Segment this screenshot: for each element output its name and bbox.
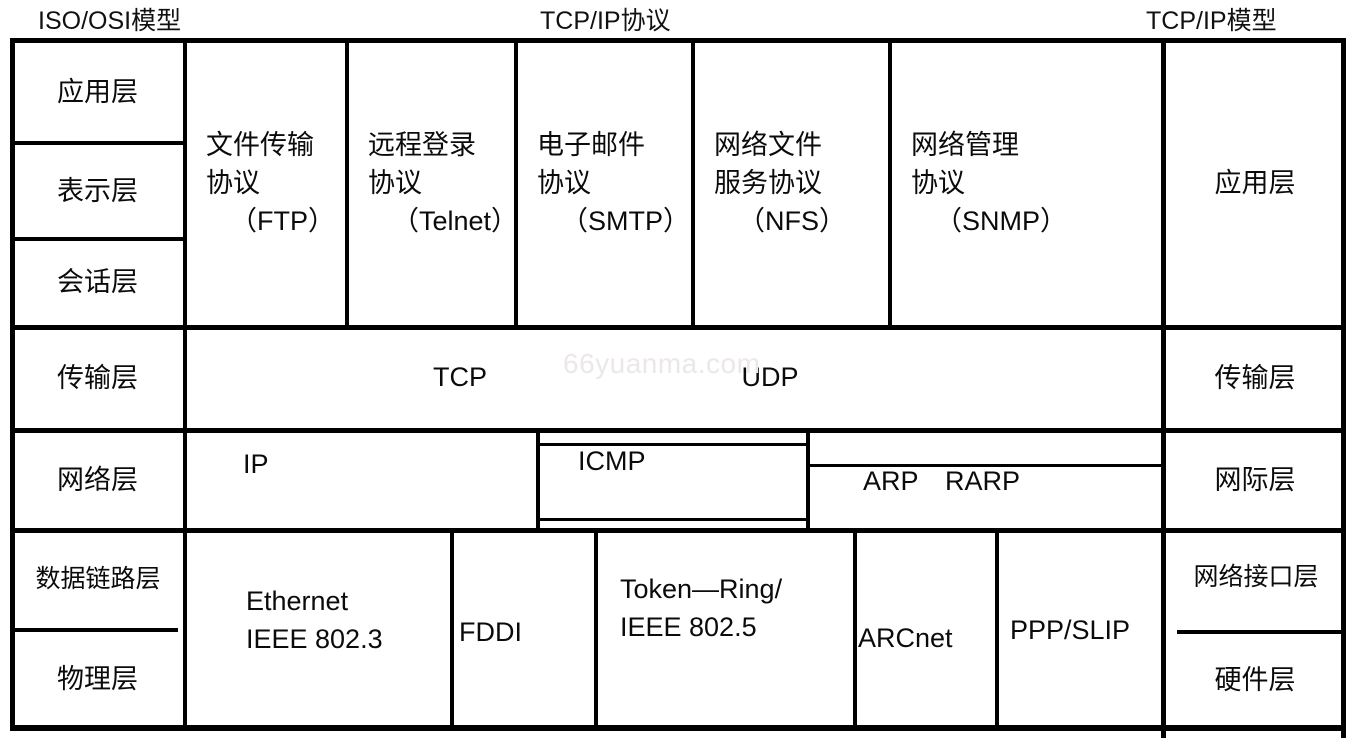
appcol-separator-2 [514,40,518,326]
appcol-separator-1 [345,40,349,328]
protocol-cell-arcnet: ARCnet [858,586,998,690]
frame-top-border [10,38,1346,43]
frame-left-border [10,38,15,731]
tcpip-layer-application: 应用层 [1166,40,1344,325]
frame-right-border [1341,38,1346,738]
osi-layer-network: 网络层 [12,431,183,528]
protocol-cell-ppp-slip: PPP/SLIP [998,578,1164,682]
column-separator-tcpip [1161,38,1166,738]
dlcol-separator-token-arcnet [853,531,857,726]
protocol-cell-telnet: 远程登录 协议 （Telnet） [350,40,512,325]
appcol-separator-4 [888,40,892,326]
appcol-separator-3 [691,40,695,326]
frame-bottom-border [10,725,1346,731]
osi-layer-datalink: 数据链路层 [8,531,188,627]
protocol-cell-ftp: 文件传输 协议 （FTP） [188,40,343,325]
protocol-cell-snmp: 网络管理 协议 （SNMP） [893,40,1161,325]
dlcol-separator-fddi-token [594,531,598,726]
protocol-cell-smtp: 电子邮件 协议 （SMTP） [519,40,689,325]
tcpip-layer-internet: 网际层 [1166,431,1344,528]
row-separator-application-transport [10,325,1346,330]
netcol-separator-icmp-arp [806,428,810,530]
osi-divider-application-presentation [14,141,184,145]
caption-tcpip-model: TCP/IP模型 [1146,7,1277,35]
row-separator-network-datalink [10,528,1346,533]
dlcol-separator-arcnet-ppp [995,531,999,726]
protocol-cell-icmp: ICMP [543,428,803,494]
osi-layer-presentation: 表示层 [12,143,183,239]
tcpip-layer-hardware: 硬件层 [1166,632,1344,728]
osi-layer-transport: 传输层 [12,328,183,428]
tcpip-layer-transport: 传输层 [1166,328,1344,428]
osi-layer-application: 应用层 [12,40,183,143]
tcpip-divider-netif-hardware [1177,630,1346,634]
protocol-cell-udp: UDP [741,362,799,392]
netcol-icmp-bottom-stub [536,518,808,521]
osi-divider-datalink-physical [14,628,178,632]
osi-layer-session: 会话层 [12,239,183,325]
netcol-separator-ip-icmp [536,428,540,530]
dlcol-separator-ethernet-fddi [450,531,454,726]
protocol-cell-fddi: FDDI [455,580,595,684]
netcol-arp-top-stub [806,464,1162,467]
tcpip-layer-network-interface: 网络接口层 [1162,531,1350,623]
protocol-cell-tcp: TCP [330,355,590,399]
protocol-cell-arp-rarp: ARP RARP [813,448,1158,514]
protocol-cell-ethernet: Ethernet IEEE 802.3 [188,560,450,680]
protocol-cell-nfs: 网络文件 服务协议 （NFS） [696,40,886,325]
osi-divider-presentation-session [14,237,184,241]
caption-iso-osi-model: ISO/OSI模型 [38,7,182,35]
protocol-cell-token-ring: Token—Ring/ IEEE 802.5 [598,548,854,668]
caption-tcpip-protocol: TCP/IP协议 [540,7,671,35]
netcol-icmp-top-stub [536,443,808,446]
column-separator-osi [183,38,187,731]
protocol-cell-ip: IP [188,431,533,497]
osi-layer-physical: 物理层 [12,630,183,728]
row-separator-transport-network [10,428,1346,433]
